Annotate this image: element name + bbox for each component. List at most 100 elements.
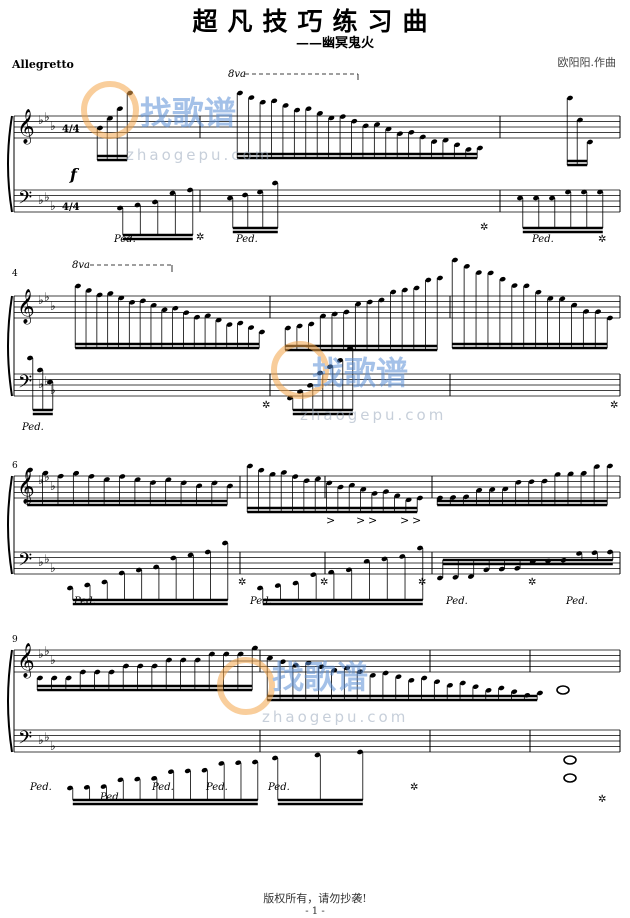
note-head — [285, 325, 291, 331]
note-head — [374, 122, 381, 127]
note-head — [431, 139, 438, 144]
note-head — [134, 776, 141, 782]
note-head — [355, 301, 362, 307]
note-head — [180, 657, 187, 663]
note-head — [594, 464, 600, 469]
note-head — [331, 311, 338, 317]
pedal-release-icon: ✲ — [598, 794, 606, 805]
note-head — [595, 309, 601, 315]
note-head — [349, 482, 355, 488]
note-head — [408, 129, 415, 135]
note-head — [452, 257, 458, 263]
note-head — [464, 263, 470, 269]
note-head — [151, 663, 158, 669]
pedal-mark: Ped. — [29, 782, 52, 793]
note-head — [317, 111, 323, 116]
note-head — [417, 495, 423, 501]
flat-icon: ♭ — [44, 374, 50, 388]
treble-clef-icon: 𝄞 — [17, 289, 35, 325]
pedal-release-icon: ✲ — [598, 234, 606, 245]
note-head — [259, 329, 265, 335]
flat-icon: ♭ — [38, 647, 44, 661]
note-head — [337, 358, 343, 363]
page-subtitle: ——幽冥鬼火 — [295, 36, 374, 51]
note-head — [140, 298, 146, 304]
note-head — [237, 320, 244, 326]
note-head — [419, 134, 426, 140]
note-head — [437, 275, 443, 281]
note-head — [294, 107, 301, 113]
note-head — [150, 480, 156, 485]
note-head — [317, 370, 323, 376]
note-head — [535, 289, 542, 295]
ottava-marking-1: 8va — [228, 69, 246, 80]
treble-clef-icon: 𝄞 — [17, 643, 35, 679]
note-head — [597, 189, 603, 195]
note-head — [390, 289, 397, 295]
note-head — [366, 299, 373, 305]
flat-icon: ♭ — [50, 119, 56, 133]
note-head — [257, 585, 263, 591]
note-head — [362, 123, 369, 129]
note-head — [577, 117, 583, 123]
note-head — [417, 545, 423, 551]
note-head — [201, 767, 208, 773]
note-head — [567, 95, 573, 101]
note-head — [381, 556, 388, 562]
note-head — [583, 309, 590, 314]
note-head — [94, 669, 101, 675]
flat-icon: ♭ — [44, 110, 50, 124]
note-head — [184, 768, 191, 774]
note-head — [357, 669, 363, 674]
note-head — [196, 483, 203, 489]
note-head — [104, 477, 110, 482]
note-head — [119, 474, 126, 479]
accent-mark: > — [412, 514, 421, 527]
note-head — [97, 125, 103, 131]
note-head — [150, 302, 157, 308]
note-head — [218, 761, 225, 766]
pedal-mark: Ped. — [235, 234, 258, 245]
note-head — [107, 291, 114, 296]
note-head — [328, 115, 335, 121]
note-head — [378, 297, 385, 303]
note-head — [567, 471, 574, 477]
note-head — [487, 270, 494, 276]
note-head — [51, 675, 58, 681]
pedal-mark: Ped. — [21, 422, 44, 433]
note-head — [88, 473, 95, 479]
note-head — [83, 784, 90, 790]
note-head — [194, 314, 200, 320]
flat-icon: ♭ — [44, 190, 50, 204]
note-head — [237, 651, 244, 657]
pedal-release-icon: ✲ — [480, 222, 488, 233]
note-head — [314, 752, 321, 758]
note-head — [85, 288, 92, 293]
flat-icon: ♭ — [50, 739, 56, 753]
accent-mark: > — [368, 514, 377, 527]
note-head — [472, 684, 479, 689]
note-head — [533, 195, 539, 201]
page-number: - 1 - — [305, 906, 325, 917]
note-head — [252, 645, 258, 651]
note-head — [187, 187, 193, 193]
note-head — [310, 572, 317, 577]
note-head — [96, 292, 103, 298]
note-head — [339, 114, 346, 119]
note-head — [269, 471, 276, 477]
flat-icon: ♭ — [44, 290, 50, 304]
note-head — [434, 679, 441, 684]
note-head — [242, 192, 248, 198]
flat-icon: ♭ — [38, 193, 44, 207]
note-head — [360, 487, 367, 492]
flat-icon: ♭ — [50, 653, 56, 667]
note-head — [408, 678, 415, 683]
flat-icon: ♭ — [38, 377, 44, 391]
note-head — [383, 489, 389, 494]
note-head — [108, 669, 115, 675]
system-brace — [7, 115, 13, 213]
note-head — [166, 657, 172, 663]
note-head — [118, 295, 125, 301]
note-head — [511, 689, 518, 694]
